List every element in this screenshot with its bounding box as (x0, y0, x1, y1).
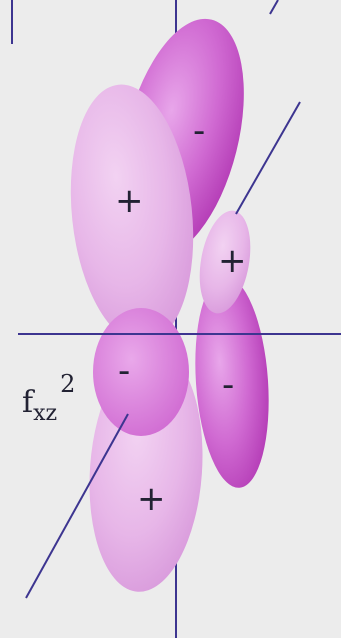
sign-lower-front: + (137, 479, 166, 519)
sign-right-small: + (218, 241, 247, 281)
orbital-name-superscript: 2 (60, 370, 75, 398)
axis-stub-top-right (269, 0, 279, 15)
lobe-lower-right (195, 276, 269, 488)
sign-upper-front: + (115, 181, 144, 221)
orbital-name-label: fxz2 (22, 370, 75, 426)
lobe-right-small (199, 210, 251, 314)
lobe-lower-left (93, 308, 189, 436)
diagonal-axis-lower (25, 413, 129, 599)
sign-lower-right: - (222, 365, 234, 405)
lobe-upper-front (70, 84, 194, 344)
orbital-name-base: f (22, 385, 35, 420)
orbital-name-subscript: xz (33, 401, 57, 426)
sign-upper-back: - (193, 111, 205, 151)
diagonal-axis-upper (235, 101, 301, 215)
sign-lower-left: - (118, 351, 130, 391)
